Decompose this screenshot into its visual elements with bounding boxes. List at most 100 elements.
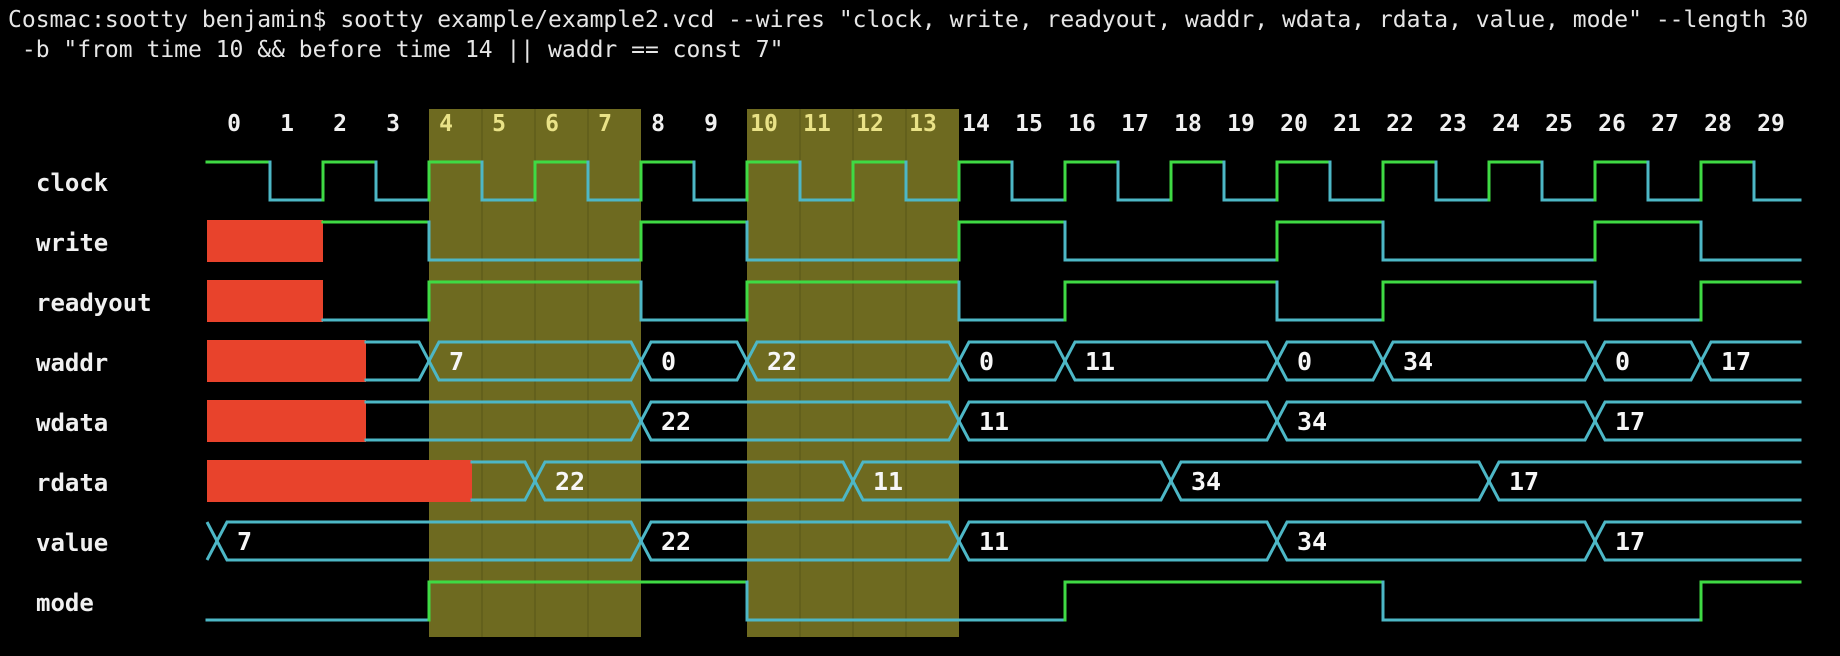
bus-rail — [850, 460, 1174, 484]
bus-rail — [1486, 460, 1802, 484]
bus-value-label: 34 — [1297, 407, 1327, 436]
bus-rail — [1274, 400, 1598, 424]
time-tick-label: 0 — [227, 111, 241, 137]
bus-rail — [426, 340, 644, 364]
time-tick-label: 5 — [492, 111, 506, 137]
bus-value-label: 34 — [1297, 527, 1327, 556]
bus-rail — [638, 358, 750, 382]
bus-rail — [364, 418, 644, 442]
time-tick-label: 25 — [1545, 111, 1573, 137]
bus-value-label: 22 — [767, 347, 797, 376]
bus-rail — [1062, 358, 1280, 382]
bus-rail — [1380, 340, 1598, 364]
signal-name-rdata: rdata — [36, 469, 108, 497]
bus-value-label: 0 — [1615, 347, 1630, 376]
bus-rail — [1380, 358, 1598, 382]
time-tick-label: 12 — [856, 111, 884, 137]
undefined-x-region — [207, 220, 323, 262]
bus-rail — [638, 538, 962, 562]
bus-rail — [1062, 340, 1280, 364]
bus-rail — [532, 478, 856, 502]
time-tick-label: 15 — [1015, 111, 1043, 137]
signal-name-readyout: readyout — [36, 289, 152, 317]
bus-rail — [956, 520, 1280, 544]
bus-rail — [1274, 418, 1598, 442]
time-tick-label: 27 — [1651, 111, 1679, 137]
bus-value-label: 11 — [873, 467, 903, 496]
bus-rail — [1274, 358, 1386, 382]
signal-row-readyout: readyout — [36, 280, 1802, 322]
signal-name-waddr: waddr — [36, 349, 108, 377]
bus-value-label: 22 — [661, 527, 691, 556]
bus-value-label: 34 — [1191, 467, 1221, 496]
time-tick-label: 10 — [750, 111, 778, 137]
bus-value-label: 17 — [1615, 407, 1645, 436]
bus-rail — [1274, 340, 1386, 364]
bus-rail — [214, 520, 644, 544]
bus-rail — [1274, 538, 1598, 562]
time-tick-label: 8 — [651, 111, 665, 137]
signal-row-clock: clock — [36, 160, 1802, 202]
bus-rail — [638, 340, 750, 364]
bus-rail — [1168, 478, 1492, 502]
bus-value-label: 34 — [1403, 347, 1433, 376]
time-tick-label: 14 — [962, 111, 990, 137]
bus-rail — [532, 460, 856, 484]
signal-row-mode: mode — [36, 580, 1802, 622]
time-tick-label: 26 — [1598, 111, 1626, 137]
terminal-command-line-2: -b "from time 10 && before time 14 || wa… — [8, 37, 784, 63]
undefined-x-region — [207, 400, 366, 442]
bus-rail — [744, 358, 962, 382]
signal-name-write: write — [36, 229, 108, 257]
bus-rail — [638, 400, 962, 424]
bus-rail — [214, 538, 644, 562]
time-tick-label: 18 — [1174, 111, 1202, 137]
time-tick-label: 23 — [1439, 111, 1467, 137]
undefined-x-region — [207, 460, 472, 502]
bus-rail — [638, 520, 962, 544]
terminal-command-line-1: Cosmac:sootty benjamin$ sootty example/e… — [8, 7, 1809, 33]
bus-value-label: 7 — [449, 347, 464, 376]
signal-name-wdata: wdata — [36, 409, 108, 437]
bus-rail — [470, 478, 538, 502]
bus-value-label: 11 — [979, 527, 1009, 556]
signal-name-mode: mode — [36, 589, 94, 617]
bus-rail — [1168, 460, 1492, 484]
undefined-x-region — [207, 340, 366, 382]
time-tick-label: 7 — [598, 111, 612, 137]
bus-value-label: 22 — [555, 467, 585, 496]
bus-rail — [1592, 520, 1802, 544]
bus-value-label: 11 — [1085, 347, 1115, 376]
time-tick-label: 24 — [1492, 111, 1520, 137]
bus-rail — [1698, 358, 1802, 382]
time-tick-label: 4 — [439, 111, 453, 137]
time-tick-label: 28 — [1704, 111, 1732, 137]
bus-rail — [426, 358, 644, 382]
bus-rail — [364, 358, 432, 382]
time-tick-label: 3 — [386, 111, 400, 137]
bus-value-label: 0 — [661, 347, 676, 376]
time-tick-label: 21 — [1333, 111, 1361, 137]
time-tick-label: 11 — [803, 111, 831, 137]
bus-rail — [470, 460, 538, 484]
undefined-x-region — [207, 280, 323, 322]
bus-value-label: 7 — [237, 527, 252, 556]
bus-rail — [956, 358, 1068, 382]
signal-row-write: write — [36, 220, 1802, 262]
bus-rail — [1592, 538, 1802, 562]
bus-rail — [364, 340, 432, 364]
bus-rail — [638, 418, 962, 442]
bus-value-label: 17 — [1509, 467, 1539, 496]
time-tick-label: 1 — [280, 111, 294, 137]
bus-value-label: 0 — [1297, 347, 1312, 376]
time-tick-label: 9 — [704, 111, 718, 137]
bus-value-label: 0 — [979, 347, 994, 376]
signal-name-value: value — [36, 529, 108, 557]
bus-rail — [1592, 400, 1802, 424]
bus-rail — [956, 418, 1280, 442]
bus-lead-in — [205, 521, 219, 561]
